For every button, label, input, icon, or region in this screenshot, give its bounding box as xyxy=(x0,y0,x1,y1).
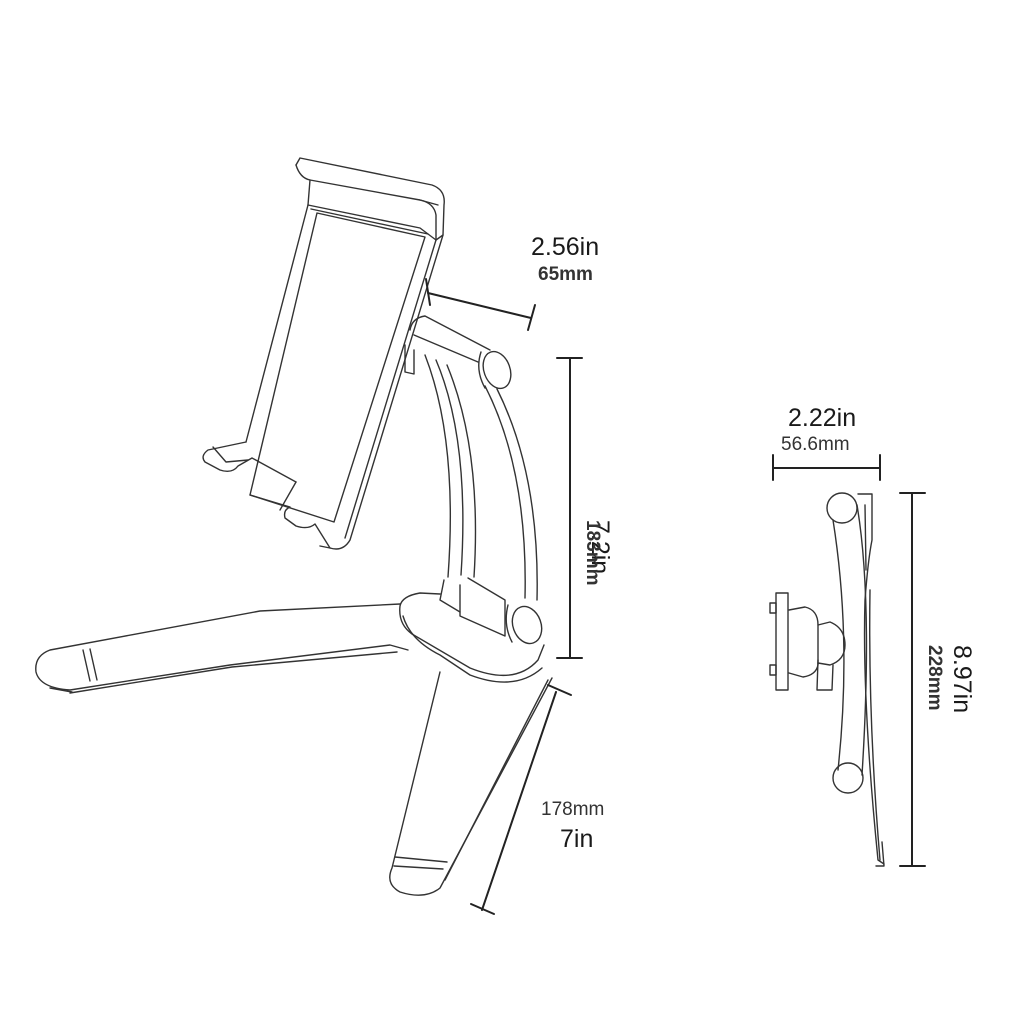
side-height-mm: 228mm xyxy=(924,645,945,711)
tablet-holder xyxy=(202,157,445,550)
side-width-inches: 2.22in xyxy=(788,404,857,432)
leg-length-inches: 7in xyxy=(560,825,594,853)
holder-depth-inches: 2.56in xyxy=(531,233,600,261)
arm-height-mm: 183mm xyxy=(582,520,603,586)
stand-arm xyxy=(404,315,543,645)
leg-length-mm: 178mm xyxy=(541,799,605,820)
stand-base xyxy=(35,592,553,896)
side-height-inches: 8.97in xyxy=(948,645,976,714)
holder-depth-mm: 65mm xyxy=(538,264,593,285)
dimension-lines-side xyxy=(772,454,926,867)
side-view xyxy=(769,492,885,867)
dimension-lines-front xyxy=(425,278,583,915)
side-width-mm: 56.6mm xyxy=(781,434,850,455)
